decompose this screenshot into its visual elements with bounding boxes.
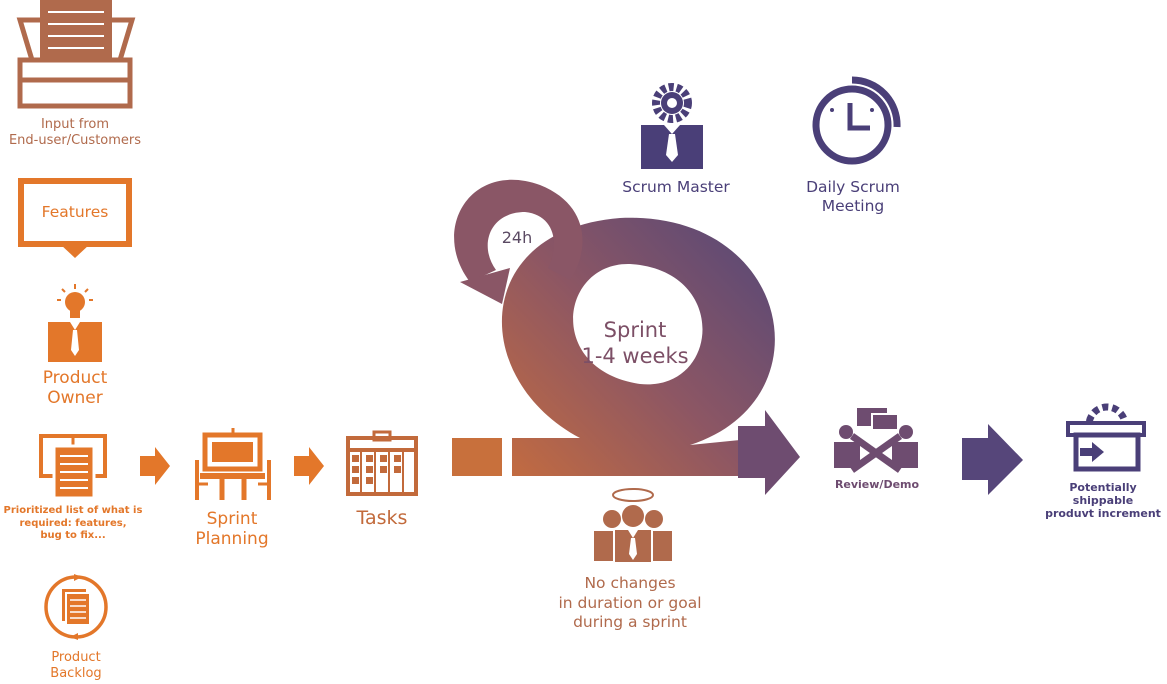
shippable-label: Potentially shippable produvt increment: [1045, 481, 1161, 521]
sprint-loop: [452, 179, 800, 495]
review-demo-label: Review/Demo: [834, 478, 920, 491]
product-backlog-label: Product Backlog: [50, 650, 102, 682]
sprint-planning-label: Sprint Planning: [195, 509, 269, 550]
team-icon: [594, 488, 672, 564]
product-owner-icon: [48, 284, 102, 362]
tasks-board-icon: [346, 430, 418, 496]
arrow-right-icon: [294, 447, 324, 485]
input-label: Input from End-user/Customers: [8, 117, 142, 149]
product-owner-label: Product Owner: [42, 368, 108, 409]
sprint-duration-label: Sprint 1-4 weeks: [581, 318, 689, 368]
product-backlog-icon: [44, 574, 108, 640]
features-label: Features: [41, 203, 109, 221]
scrum-master-label: Scrum Master: [622, 178, 730, 196]
prioritized-list-label: Prioritized list of what is required: fe…: [3, 505, 143, 541]
no-changes-label: No changes in duration or goal during a …: [558, 574, 702, 632]
24h-label: 24h: [501, 228, 533, 247]
tasks-label: Tasks: [356, 507, 408, 529]
review-demo-icon: [834, 408, 918, 473]
clock-icon: [812, 76, 901, 165]
arrow-right-icon: [140, 447, 170, 485]
sprint-planning-icon: [195, 428, 271, 500]
daily-scrum-label: Daily Scrum Meeting: [806, 178, 900, 215]
features-bubble: [18, 178, 132, 258]
arrow-right-icon: [962, 424, 1023, 495]
scrum-master-icon: [641, 83, 703, 169]
shippable-box-icon: [1066, 403, 1146, 472]
open-box-icon: [16, 0, 136, 109]
prioritized-list-icon: [39, 434, 107, 500]
